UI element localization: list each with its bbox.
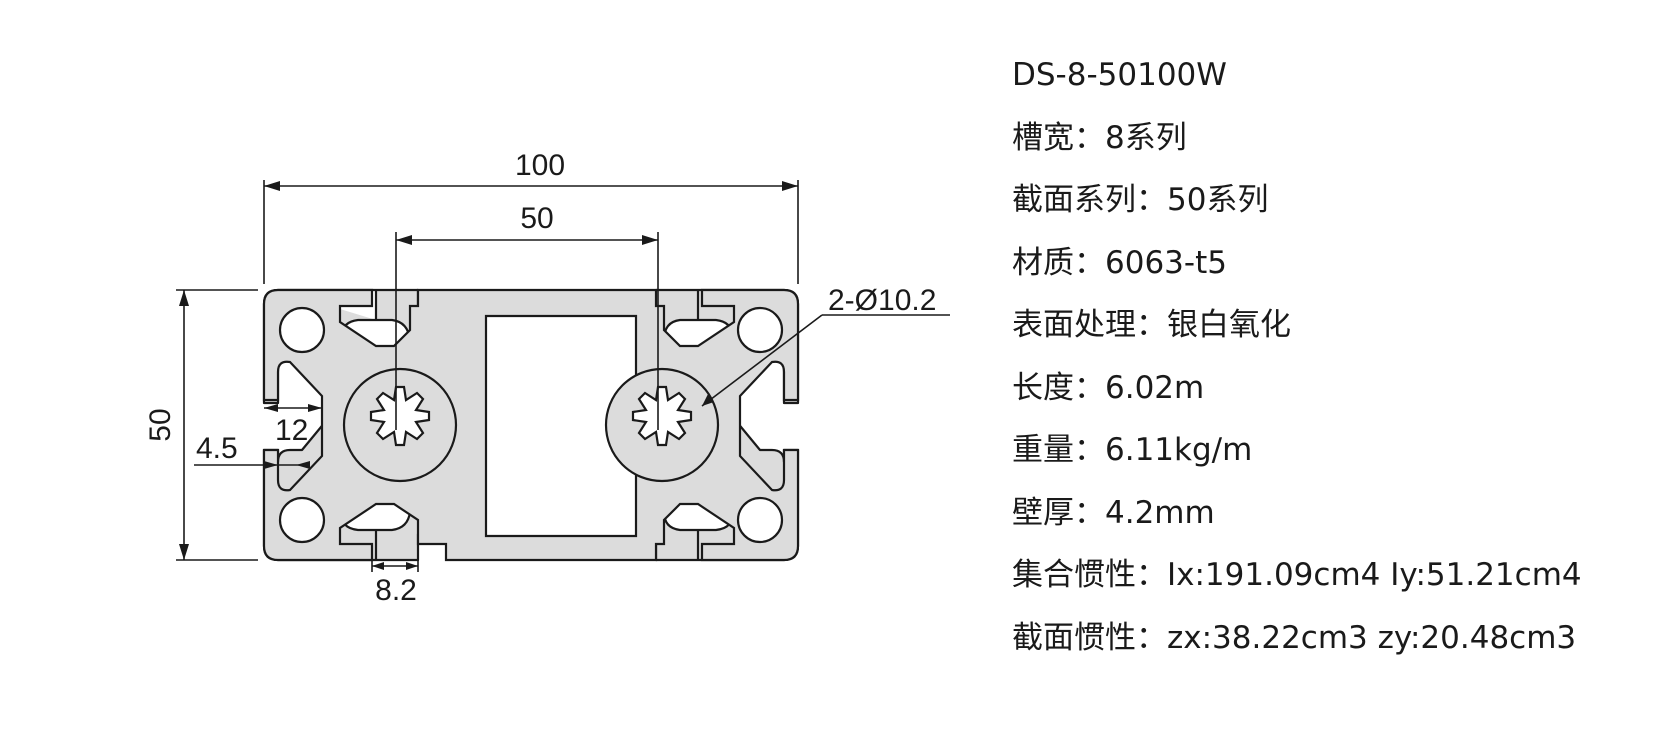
corner-hole-tl [278, 306, 326, 354]
spec-moment-inertia: 集合惯性：Ix:191.09cm4 Iy:51.21cm4 [1012, 557, 1582, 593]
center-bores [369, 385, 693, 447]
spec-model: DS-8-50100W [1012, 57, 1227, 93]
profile-shape [262, 288, 800, 562]
arrowheads [179, 181, 798, 570]
dim-center-spacing-label: 50 [520, 202, 553, 235]
corner-hole-br [736, 496, 784, 544]
spec-weight: 重量：6.11kg/m [1012, 432, 1253, 468]
corner-hole-tr [736, 306, 784, 354]
dim-height-label: 50 [144, 408, 177, 441]
center-cavity [484, 314, 638, 538]
spec-list: DS-8-50100W 槽宽：8系列 截面系列：50系列 材质：6063-t5 … [1012, 44, 1662, 669]
profile-drawing: 100 50 50 2-Ø10.2 12 4.5 8.2 [144, 149, 950, 607]
dim-width-label: 100 [515, 149, 565, 182]
spec-section-series: 截面系列：50系列 [1012, 182, 1269, 218]
spec-surface: 表面处理：银白氧化 [1012, 307, 1291, 343]
spec-length: 长度：6.02m [1012, 369, 1205, 406]
dim-hole-label: 2-Ø10.2 [828, 284, 936, 317]
spec-material: 材质：6063-t5 [1012, 244, 1227, 281]
center-bore-left [369, 385, 431, 447]
dim-wall-label: 4.5 [196, 432, 238, 465]
spec-section-modulus: 截面惯性：zx:38.22cm3 zy:20.48cm3 [1012, 619, 1577, 656]
center-bore-right [631, 385, 693, 447]
spec-wall-thickness: 壁厚：4.2mm [1012, 494, 1215, 531]
corner-hole-bl [278, 496, 326, 544]
dim-slot-depth-label: 12 [275, 414, 308, 447]
spec-slot-width: 槽宽：8系列 [1012, 119, 1187, 156]
dim-slot-width-label: 8.2 [375, 574, 417, 607]
